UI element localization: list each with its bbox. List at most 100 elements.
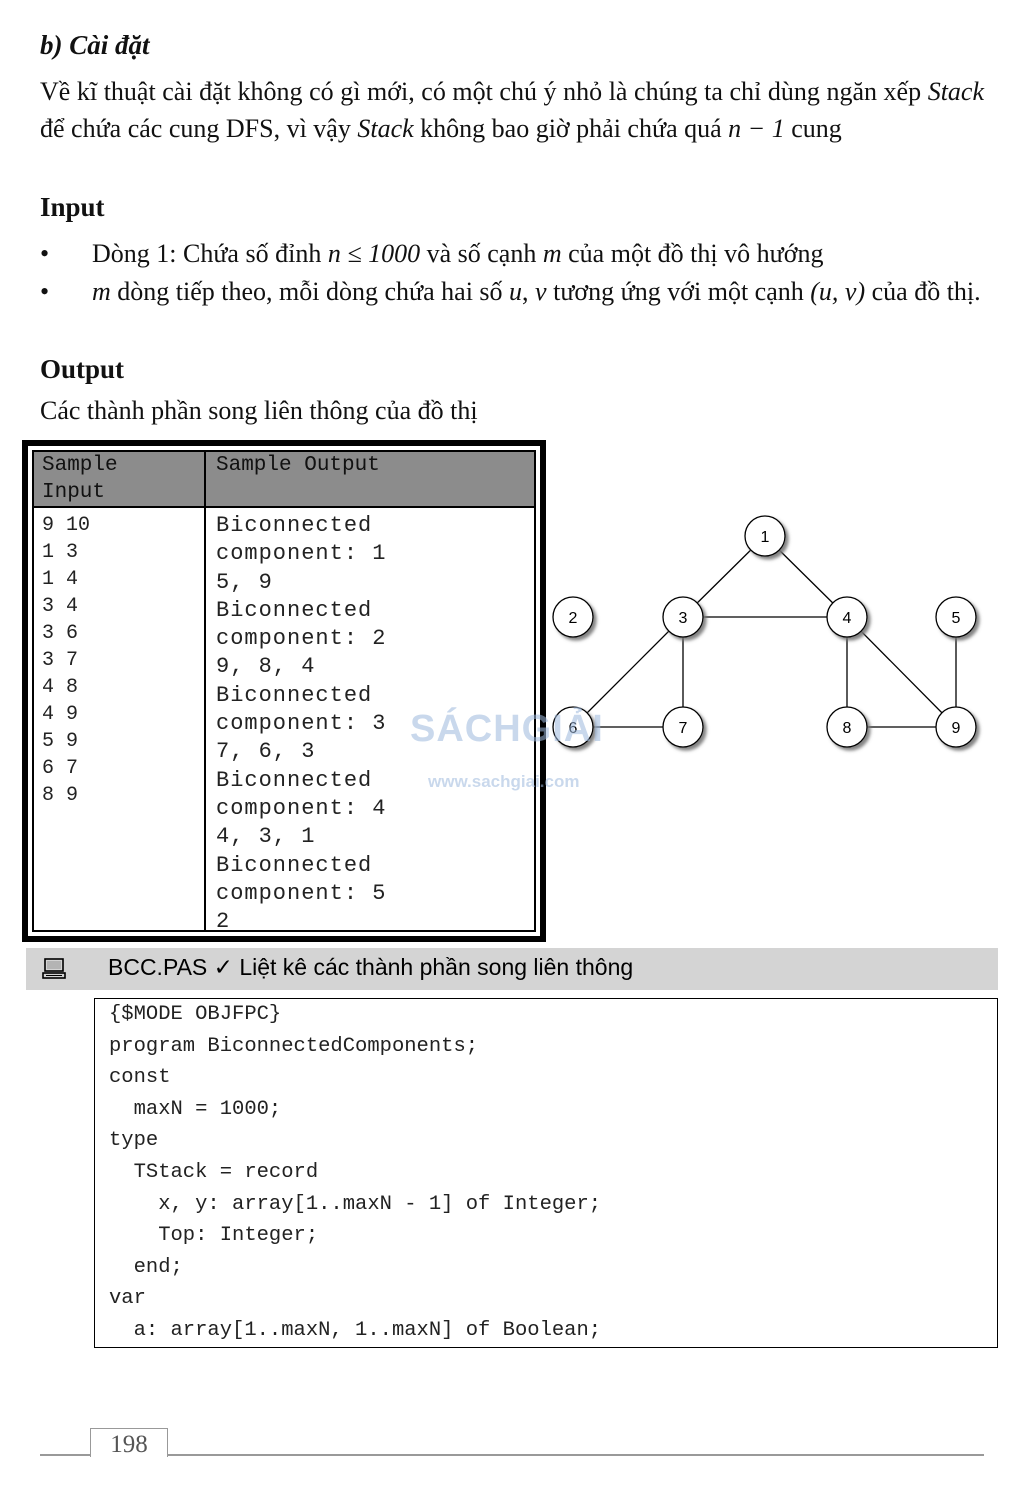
graph-node-7: 7	[662, 706, 704, 748]
code-line: Top: Integer;	[109, 1224, 319, 1248]
code-line: a: array[1..maxN, 1..maxN] of Boolean;	[109, 1319, 602, 1342]
graph-node-8: 8	[826, 706, 868, 748]
graph-diagram: 1 2 3 4 5 6 7 8 9	[552, 515, 977, 748]
graph-node-circle	[744, 515, 786, 557]
sample-input-line: 3 4	[42, 595, 79, 618]
sample-output-line: component: 1	[216, 541, 387, 567]
graph-edge-3-6	[572, 616, 684, 728]
page-number: 198	[110, 1431, 148, 1458]
bullet-item: • Dòng 1: Chứa số đỉnh n ≤ 1000 và số cạ…	[0, 236, 1024, 276]
graph-node-4: 4	[826, 596, 868, 638]
stack-term: Stack	[357, 113, 414, 143]
graph-node-label: 2	[569, 610, 578, 627]
sample-output-line: component: 3	[216, 711, 387, 737]
sample-output-line: 5, 9	[216, 569, 273, 595]
graph-node-2: 2	[552, 596, 594, 638]
graph-node-label: 9	[952, 720, 961, 737]
graph-edges	[572, 535, 957, 728]
sample-table-header: Sample Input Sample Output	[34, 452, 534, 508]
graph-node-circle	[552, 596, 594, 638]
graph-node-circle	[826, 596, 868, 638]
computer-icon	[42, 958, 66, 979]
intro-text: cung	[784, 113, 842, 143]
code-line: program BiconnectedComponents;	[109, 1034, 479, 1058]
sample-input-line: 5 9	[42, 730, 79, 753]
bullet-item: • m dòng tiếp theo, mỗi dòng chứa hai số…	[0, 274, 1024, 350]
graph-node-label: 8	[843, 720, 852, 737]
sample-input-line: 8 9	[42, 784, 79, 807]
input-heading: Input	[40, 192, 105, 222]
bullet-text: Dòng 1: Chứa số đỉnh n ≤ 1000 và số cạnh…	[92, 239, 824, 268]
column-divider	[204, 452, 206, 930]
output-heading: Output	[40, 354, 125, 384]
code-line: var	[109, 1287, 146, 1311]
sample-input-line: 9 10	[42, 514, 91, 537]
sample-output-line: component: 4	[216, 795, 387, 821]
sample-output-line: 4, 3, 1	[216, 824, 316, 850]
sample-table-inner: Sample Input Sample Output 9 10 1 3 1 4 3 4…	[32, 450, 536, 934]
code-listing: {$MODE OBJFPC} program BiconnectedCompone…	[94, 998, 998, 1348]
sample-output-line: component: 5	[216, 880, 387, 906]
code-line: maxN = 1000;	[109, 1097, 282, 1121]
intro-text: không bao giờ phải chứa quá	[413, 113, 729, 143]
sample-input-header: Sample Input	[42, 454, 118, 504]
stack-term: Stack	[927, 77, 984, 106]
sample-output-line: Biconnected	[216, 852, 373, 878]
code-line: x, y: array[1..maxN - 1] of Integer;	[109, 1192, 602, 1216]
sample-output-line: component: 2	[216, 626, 387, 652]
bullet-dot: •	[40, 277, 50, 306]
code-line: end;	[109, 1255, 183, 1279]
sample-output-line: 7, 6, 3	[216, 739, 316, 765]
graph-node-label: 1	[761, 529, 770, 546]
sample-output-line: Biconnected	[216, 597, 373, 623]
sample-input-line: 3 6	[42, 622, 79, 645]
graph-node-circle	[662, 596, 704, 638]
graph-node-label: 7	[679, 720, 688, 737]
graph-node-circle	[935, 706, 977, 748]
intro-text: Về kĩ thuật cài đặt không có gì mới, có …	[40, 77, 928, 106]
sample-output-line: 2	[216, 909, 231, 935]
bullet-dot: •	[40, 239, 50, 268]
code-header-bar: BCC.PAS ✓ Liệt kê các thành phần song li…	[26, 948, 998, 990]
sample-output-line: Biconnected	[216, 682, 373, 708]
footer-rule	[40, 1454, 984, 1456]
graph-node-circle	[662, 706, 704, 748]
graph-node-label: 5	[952, 610, 961, 627]
graph-node-label: 4	[843, 610, 852, 627]
sample-output-line: Biconnected	[216, 767, 373, 793]
code-line: {$MODE OBJFPC}	[109, 1003, 282, 1026]
math-expression: n − 1	[728, 113, 785, 143]
sample-input-line: 4 8	[42, 676, 79, 699]
graph-node-circle	[826, 706, 868, 748]
page-number-box: 198	[90, 1428, 168, 1458]
section-heading: b) Cài đặt	[40, 30, 150, 60]
sample-input-line: 4 9	[42, 703, 79, 726]
graph-nodes: 1 2 3 4 5 6 7 8 9	[552, 515, 977, 748]
intro-paragraph: Về kĩ thuật cài đặt không có gì mới, có …	[40, 74, 984, 147]
graph-node-9: 9	[935, 706, 977, 748]
sample-output-line: Biconnected	[216, 513, 373, 538]
graph-node-label: 6	[569, 720, 578, 737]
code-line: TStack = record	[109, 1161, 319, 1184]
graph-node-circle	[935, 596, 977, 638]
sample-output-line: 9, 8, 4	[216, 654, 316, 680]
bullet-text: m dòng tiếp theo, mỗi dòng chứa hai số u…	[92, 277, 981, 306]
code-line: type	[109, 1129, 159, 1153]
graph-node-circle	[552, 706, 594, 748]
sample-input-line: 1 3	[42, 541, 79, 564]
graph-node-5: 5	[935, 596, 977, 638]
sample-input-line: 1 4	[42, 568, 79, 591]
code-title: BCC.PAS ✓ Liệt kê các thành phần song li…	[108, 954, 634, 980]
code-line: const	[109, 1066, 171, 1090]
graph-node-label: 3	[679, 610, 688, 627]
sample-table: Sample Input Sample Output 9 10 1 3 1 4 3 4…	[22, 440, 546, 942]
output-description: Các thành phần song liên thông của đồ th…	[40, 396, 478, 425]
graph-node-3: 3	[662, 596, 704, 638]
intro-text: để chứa các cung DFS, vì vậy	[40, 113, 358, 143]
graph-node-6: 6	[552, 706, 594, 748]
sample-input-line: 3 7	[42, 649, 79, 672]
sample-input-line: 6 7	[42, 757, 79, 780]
sample-input-cell: 9 10 1 3 1 4 3 4 3 6 3 7 4 8 4 9 5 9 6 7 8 9	[42, 512, 90, 809]
sample-output-header: Sample Output	[216, 454, 380, 477]
